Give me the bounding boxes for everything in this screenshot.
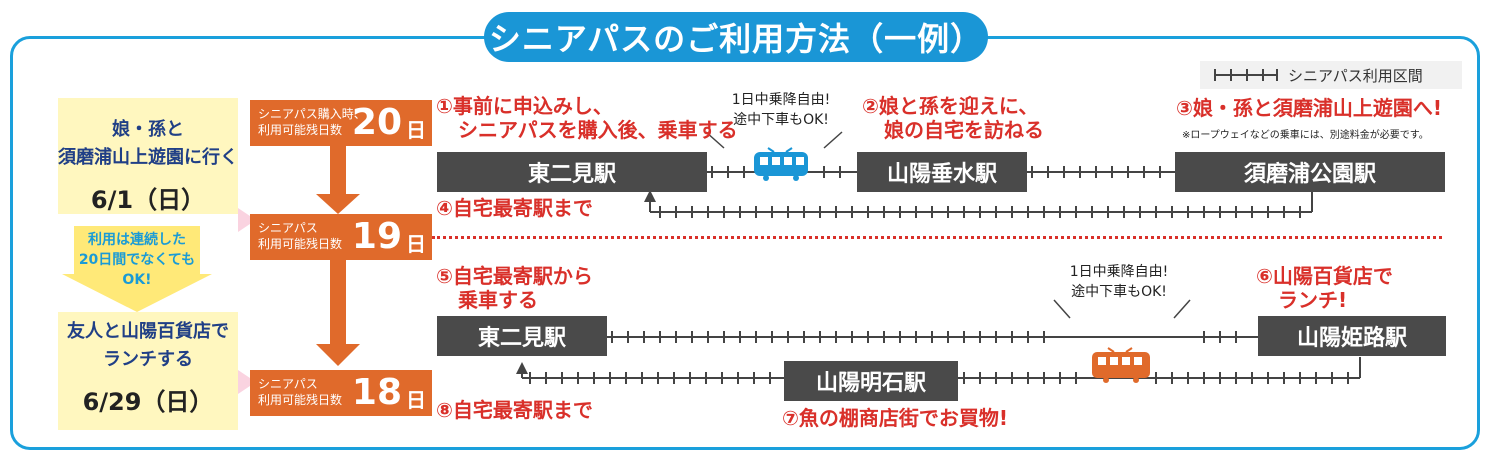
- orange-arrow-head: [316, 344, 360, 366]
- trip1-box: 娘・孫と 須磨浦山上遊園に行く 6/1（日）: [58, 98, 238, 214]
- orange-train-icon: [1092, 347, 1150, 383]
- track-legend-icon: [1214, 69, 1278, 81]
- arrow-text-1: 利用は連続した: [88, 232, 186, 248]
- free-ride-note-1: 1日中乗降自由!途中下車もOK!: [731, 92, 831, 128]
- badge-unit: 日: [406, 232, 426, 256]
- station-higashi-futami-1: 東二見駅: [437, 152, 707, 192]
- step5-text: ⑤自宅最寄駅から乗車する: [436, 264, 593, 312]
- station-higashi-futami-2: 東二見駅: [437, 316, 607, 356]
- arrow-text-3: OK!: [122, 272, 152, 288]
- trip2-title-1: 友人と山陽百貨店で: [67, 321, 229, 342]
- step3-text: ③娘・孫と須磨浦山上遊園へ!: [1176, 96, 1443, 120]
- badge-number: 19: [351, 216, 402, 257]
- step1-text: ①事前に申込みし、シニアパスを購入後、乗車する: [436, 94, 738, 142]
- badge-18: シニアパス利用可能残日数 18 日: [250, 370, 432, 416]
- station-sumaura-koen: 須磨浦公園駅: [1175, 152, 1445, 192]
- down-arrow: 利用は連続した 20日間でなくても OK!: [62, 226, 212, 312]
- orange-arrow-head: [316, 194, 360, 214]
- badge-20: シニアパス購入時、利用可能残日数 20 日: [250, 100, 432, 146]
- badge-number: 18: [351, 372, 402, 413]
- station-sanyo-himeji: 山陽姫路駅: [1258, 316, 1446, 356]
- badge-number: 20: [351, 102, 402, 143]
- badge-19: シニアパス利用可能残日数 19 日: [250, 214, 432, 260]
- trip2-title-2: ランチする: [103, 349, 193, 370]
- free-ride-note-2: 1日中乗降自由!途中下車もOK!: [1069, 264, 1169, 300]
- step4-text: ④自宅最寄駅まで: [436, 196, 593, 220]
- orange-arrow-shaft: [330, 146, 346, 196]
- day-divider: [432, 236, 1442, 239]
- legend: シニアパス利用区間: [1200, 61, 1462, 89]
- badge-small-text: シニアパス購入時、利用可能残日数: [258, 107, 366, 137]
- page-title: シニアパスのご利用方法（一例）: [454, 12, 1018, 62]
- step7-text: ⑦魚の棚商店街でお買物!: [782, 406, 1009, 430]
- step3-note: ※ロープウェイなどの乗車には、別途料金が必要です。: [1182, 130, 1429, 141]
- badge-small-text: シニアパス利用可能残日数: [258, 377, 343, 407]
- orange-arrow-shaft: [330, 260, 346, 346]
- trip1-title-2: 須磨浦山上遊園に行く: [58, 147, 238, 168]
- step6-text: ⑥山陽百貨店でランチ!: [1256, 264, 1393, 312]
- trip1-date: 6/1（日）: [90, 186, 206, 214]
- arrow-text-2: 20日間でなくても: [78, 252, 196, 268]
- arrow-up-icon: [644, 190, 656, 202]
- step2-text: ②娘と孫を迎えに、娘の自宅を訪ねる: [862, 94, 1044, 142]
- badge-small-text: シニアパス利用可能残日数: [258, 221, 343, 251]
- badge-unit: 日: [406, 118, 426, 142]
- badge-unit: 日: [406, 388, 426, 412]
- arrow-up-icon: [516, 362, 528, 374]
- station-sanyo-akashi: 山陽明石駅: [784, 361, 958, 401]
- trip2-box: 友人と山陽百貨店で ランチする 6/29（日）: [58, 312, 238, 430]
- legend-label: シニアパス利用区間: [1288, 66, 1423, 85]
- step8-text: ⑧自宅最寄駅まで: [436, 398, 593, 422]
- trip1-title-1: 娘・孫と: [112, 119, 184, 140]
- blue-train-icon: [754, 147, 808, 181]
- trip2-date: 6/29（日）: [82, 388, 214, 416]
- station-sanyo-tarumi: 山陽垂水駅: [857, 152, 1027, 192]
